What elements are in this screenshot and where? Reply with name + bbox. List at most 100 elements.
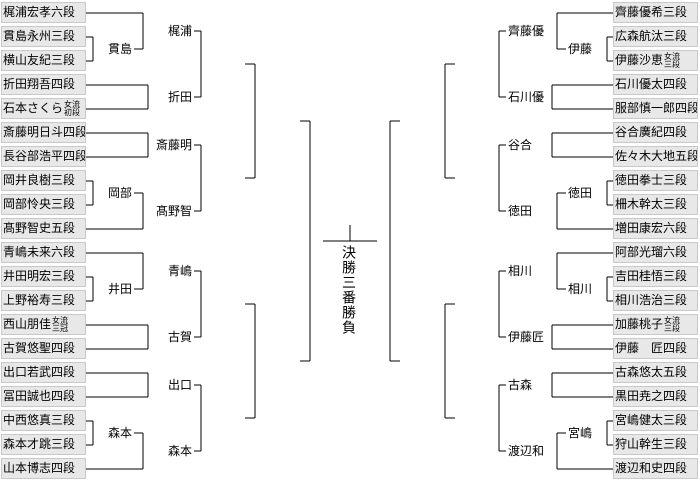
round2-winner-label: 伊藤匠 [508,330,545,344]
player-name: 柵木幹太三段 [615,197,688,211]
player-box: 梶浦宏孝六段 [1,2,86,23]
player-name: 伊藤沙恵 [615,53,664,67]
player-box: 黒田尭之四段 [613,386,698,407]
player-box: 加藤桃子女流三段 [613,314,698,335]
player-box: 上野裕寿三段 [1,290,86,311]
player-name: 西山朋佳 [3,317,52,331]
player-box: 渡辺和史四段 [613,458,698,479]
player-name: 長谷部浩平四段 [3,149,86,163]
player-name: 梶浦宏孝六段 [3,5,76,19]
player-box: 岡井良樹三段 [1,170,86,191]
player-box: 折田翔吾四段 [1,74,86,95]
player-box: 石川優太四段 [613,74,698,95]
player-name: 狩山幹生三段 [615,437,688,451]
round2-winner-label: 梶浦 [167,24,192,38]
round1-winner-label: 相川 [568,282,593,296]
round2-winner-label: 青嶋 [167,264,192,278]
round2-winner-label: 谷合 [508,138,533,152]
round1-winner-label: 貫島 [107,42,132,56]
round1-winner-label: 井田 [107,282,132,296]
player-name: 上野裕寿三段 [3,293,76,307]
player-box: 古賀悠聖四段 [1,338,86,359]
player-name: 服部慎一郎四段 [615,101,698,115]
player-name: 冨田誠也四段 [3,389,76,403]
player-name: 折田翔吾四段 [3,77,76,91]
player-name: 佐々木大地五段 [615,149,698,163]
round1-winner-label: 徳田 [568,186,593,200]
player-name: 増田康宏六段 [615,221,688,235]
round2-winner-label: 森本 [167,444,192,458]
round2-winner-label: 徳田 [508,204,533,218]
player-name: 斎藤明日斗四段 [3,125,86,139]
player-box: 出口若武四段 [1,362,86,383]
player-name: 宮嶋健太三段 [615,413,688,427]
player-name: 出口若武四段 [3,365,76,379]
player-name: 黒田尭之四段 [615,389,688,403]
female-rank: 女流初段 [64,99,81,117]
player-box: 中西悠真三段 [1,410,86,431]
player-box: 谷合廣紀四段 [613,122,698,143]
player-box: 伊藤 匠四段 [613,338,698,359]
round2-winner-label: 髙野智 [156,204,193,218]
round2-winner-label: 古賀 [167,330,192,344]
player-box: 服部慎一郎四段 [613,98,698,119]
player-box: 斎藤明日斗四段 [1,122,86,143]
round1-winner-label: 岡部 [107,186,132,200]
player-box: 横山友紀三段 [1,50,86,71]
player-box: 青嶋未来六段 [1,242,86,263]
player-name: 加藤桃子 [615,317,664,331]
player-box: 髙野智史五段 [1,218,86,239]
player-name: 貫島永州三段 [3,29,76,43]
player-box: 柵木幹太三段 [613,194,698,215]
round2-winner-label: 出口 [167,378,192,392]
round2-winner-label: 渡辺和 [508,444,545,458]
player-box: 伊藤沙恵女流三段 [613,50,698,71]
player-name: 石本さくら [3,101,64,115]
player-name: 阿部光瑠六段 [615,245,688,259]
final-label: 決勝三番勝負 [340,245,356,335]
player-name: 森本才跳三段 [3,437,76,451]
player-name: 山本博志四段 [3,461,76,475]
player-name: 岡部怜央三段 [3,197,76,211]
player-name: 相川浩治三段 [615,293,688,307]
round2-winner-label: 石川優 [508,90,545,104]
player-name: 井田明宏三段 [3,269,76,283]
player-box: 広森航汰三段 [613,26,698,47]
player-box: 徳田拳士三段 [613,170,698,191]
player-box: 冨田誠也四段 [1,386,86,407]
player-box: 吉田桂悟三段 [613,266,698,287]
round2-winner-label: 折田 [167,90,192,104]
player-name: 横山友紀三段 [3,53,76,67]
player-box: 相川浩治三段 [613,290,698,311]
female-rank: 女流三冠 [52,315,69,333]
player-name: 渡辺和史四段 [615,461,688,475]
player-name: 吉田桂悟三段 [615,269,688,283]
player-box: 齊藤優希三段 [613,2,698,23]
player-box: 貫島永州三段 [1,26,86,47]
player-box: 阿部光瑠六段 [613,242,698,263]
round2-winner-label: 相川 [508,264,533,278]
round1-winner-label: 森本 [107,426,132,440]
round2-winner-label: 齊藤優 [508,24,545,38]
player-name: 石川優太四段 [615,77,688,91]
player-name: 徳田拳士三段 [615,173,688,187]
player-name: 青嶋未来六段 [3,245,76,259]
round1-winner-label: 宮嶋 [568,426,593,440]
player-name: 中西悠真三段 [3,413,76,427]
player-name: 伊藤 匠四段 [615,341,688,355]
player-box: 増田康宏六段 [613,218,698,239]
player-name: 岡井良樹三段 [3,173,76,187]
player-box: 宮嶋健太三段 [613,410,698,431]
player-box: 石本さくら女流初段 [1,98,86,119]
player-name: 谷合廣紀四段 [615,125,688,139]
player-name: 髙野智史五段 [3,221,76,235]
player-box: 古森悠太五段 [613,362,698,383]
round2-winner-label: 古森 [508,378,533,392]
player-box: 佐々木大地五段 [613,146,698,167]
player-name: 広森航汰三段 [615,29,688,43]
round1-winner-label: 伊藤 [568,42,593,56]
player-box: 西山朋佳女流三冠 [1,314,86,335]
player-box: 長谷部浩平四段 [1,146,86,167]
